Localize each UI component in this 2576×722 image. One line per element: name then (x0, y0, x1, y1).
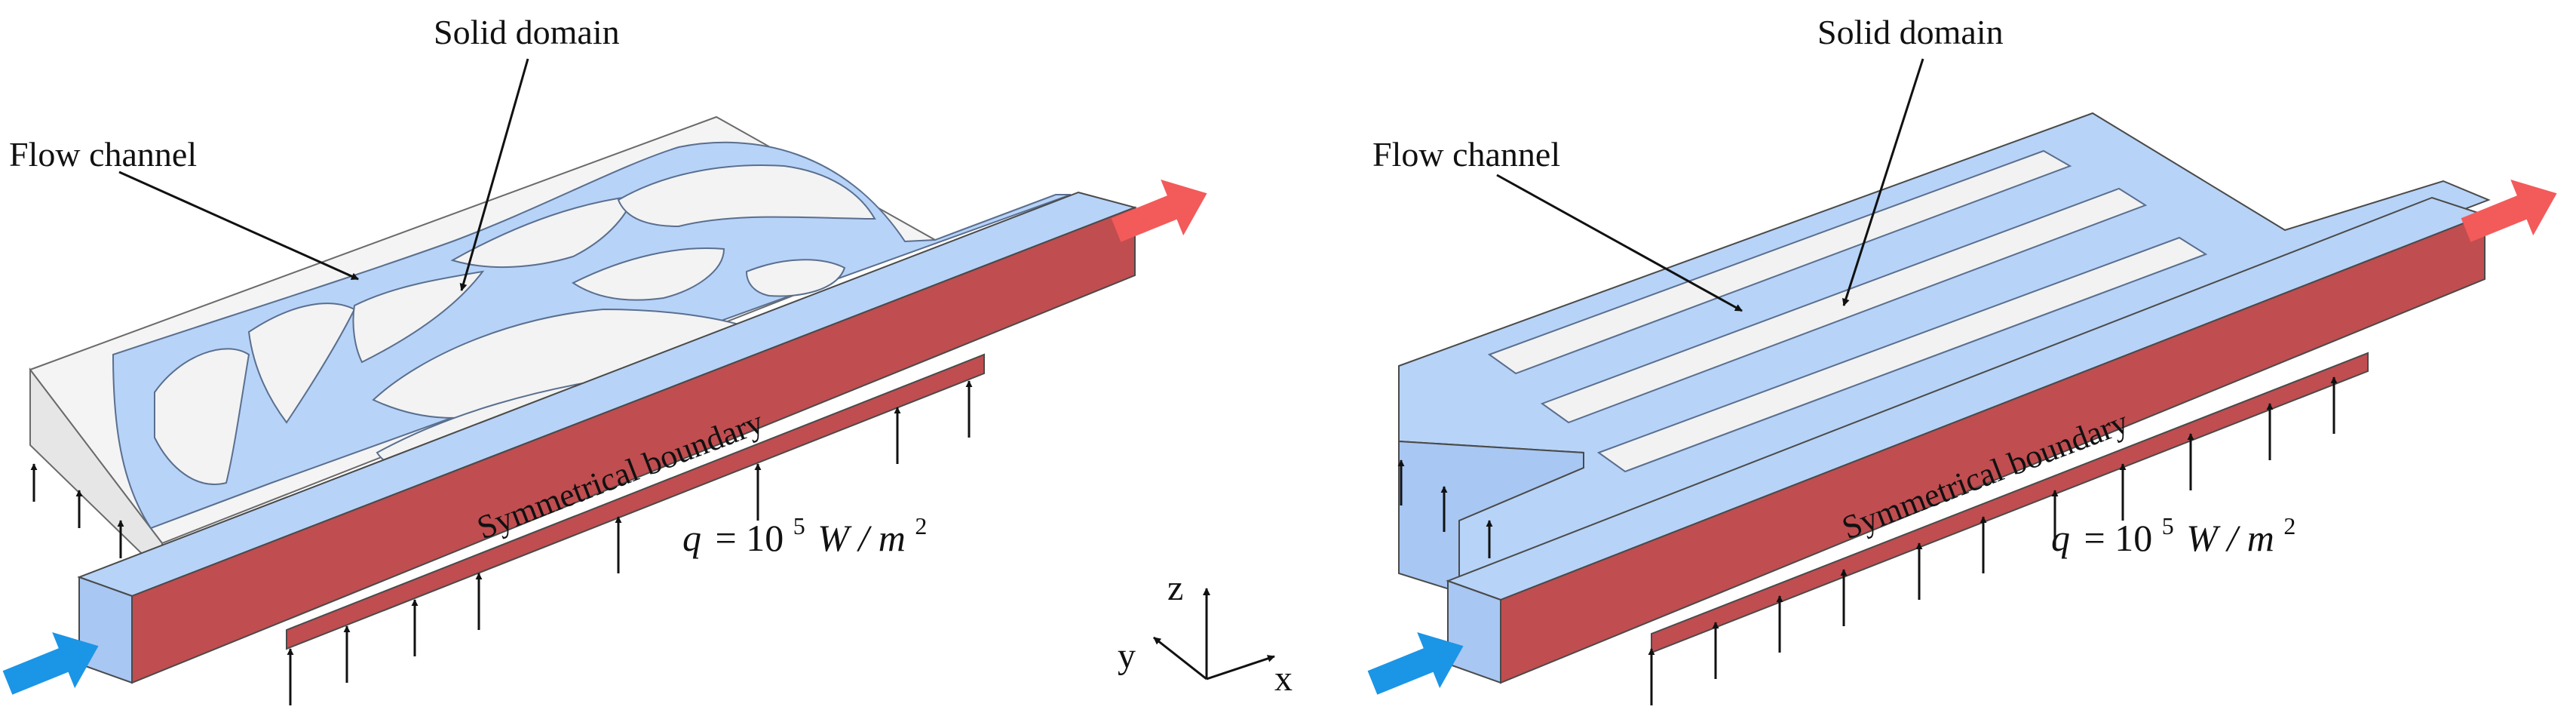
right-inlet-arrow (1367, 631, 1464, 695)
right-channel-bar-end (1447, 579, 1501, 684)
right-outlet-arrow (2461, 179, 2557, 242)
axis-x-label: x (1274, 659, 1293, 699)
left-solid-label: Solid domain (434, 13, 620, 51)
left-solid-leader (459, 58, 529, 291)
right-solid-leader (1842, 58, 1924, 306)
right-flow-leader (1496, 174, 1743, 312)
left-heat-flux-arrows (30, 380, 973, 705)
left-heated-plate (286, 353, 985, 650)
left-outlet-arrow (1111, 179, 1207, 242)
left-heat-flux-label: q = 10 5 W / m 2 (682, 500, 927, 559)
left-channel-bar-end (78, 576, 133, 684)
axis-triad (1153, 588, 1275, 681)
left-panel (2, 58, 1207, 705)
right-heat-flux-label: q = 10 5 W / m 2 (2051, 500, 2295, 559)
left-flow-label: Flow channel (9, 135, 197, 174)
right-flow-label: Flow channel (1372, 135, 1560, 174)
right-panel (1367, 58, 2557, 705)
right-heat-flux-arrows (1397, 376, 2338, 705)
left-inlet-arrow (2, 631, 99, 695)
right-heated-plate (1651, 352, 2369, 654)
left-flow-leader (118, 171, 359, 281)
right-solid-label: Solid domain (1817, 13, 2004, 51)
axis-z-label: z (1167, 568, 1183, 608)
axis-y-label: y (1118, 636, 1136, 676)
right-inlet-header-front (1398, 366, 1584, 594)
